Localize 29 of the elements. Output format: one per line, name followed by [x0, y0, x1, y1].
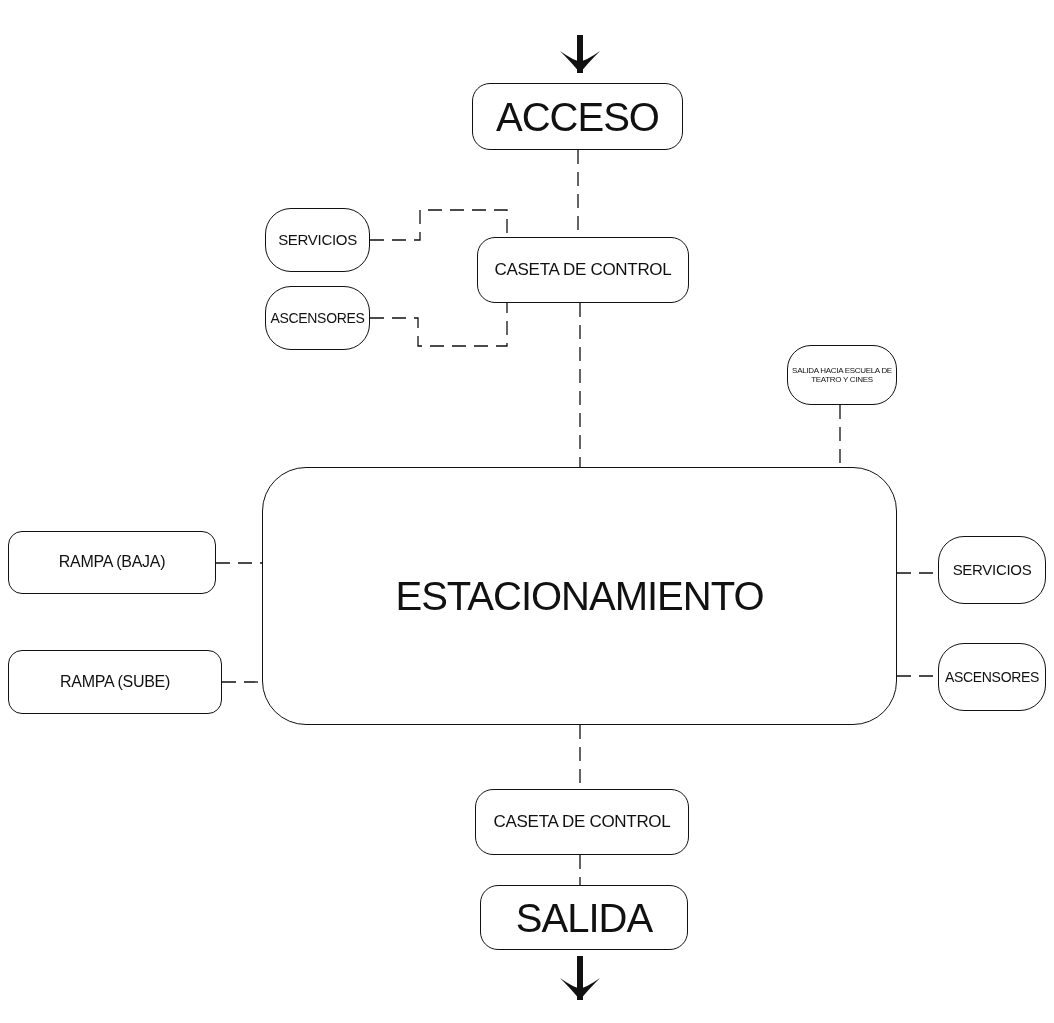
rounded-box	[262, 467, 897, 725]
rounded-box	[8, 650, 222, 714]
node-text: RAMPA (BAJA)	[58, 553, 166, 572]
node-text: SERVICIOS	[952, 561, 1032, 579]
node-text: ACCESO	[496, 93, 659, 140]
node-text: ESTACIONAMIENTO	[395, 573, 764, 619]
rounded-box	[475, 789, 689, 855]
rounded-box	[8, 531, 216, 594]
connector-line	[369, 302, 508, 347]
rounded-box	[265, 208, 370, 272]
node-text: ASCENSORES	[270, 309, 365, 327]
node-text: SALIDA	[515, 894, 653, 941]
rounded-box	[938, 643, 1046, 711]
connector-line	[215, 562, 263, 564]
rounded-box	[480, 885, 688, 950]
node-text: SALIDA HACIA ESCUELA DE TEATRO Y CINES	[792, 365, 892, 385]
node-text: ASCENSORES	[944, 668, 1040, 686]
connector-line	[369, 209, 508, 241]
rounded-box	[472, 83, 683, 150]
rounded-box	[265, 286, 370, 350]
node-text: CASETA DE CONTROL	[494, 260, 672, 280]
node-text: CASETA DE CONTROL	[493, 812, 671, 832]
rounded-box	[477, 237, 689, 303]
connector-line	[579, 302, 581, 468]
rounded-box	[787, 345, 897, 405]
connector-line	[579, 854, 581, 886]
node-text: RAMPA (SUBE)	[60, 672, 170, 692]
rounded-box	[938, 536, 1046, 604]
node-text: SERVICIOS	[278, 231, 357, 249]
